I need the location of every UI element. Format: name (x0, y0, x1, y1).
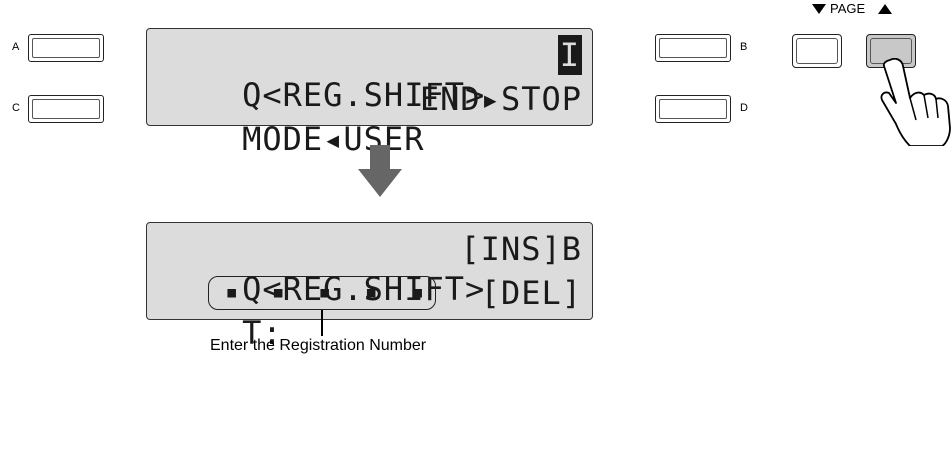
triangle-up-icon (878, 4, 892, 14)
lcd-line-1: Q<REG.SHIFT> [INS]B (161, 229, 582, 308)
button-c[interactable] (28, 95, 104, 123)
down-arrow-icon (358, 145, 402, 197)
lcd-title: Q<REG.SHIFT> (242, 76, 486, 114)
lcd-insert-indicator: [INS]B (460, 230, 582, 268)
lcd-end-value: END▸STOP (419, 80, 582, 118)
page-label: PAGE (830, 1, 866, 16)
lcd-mode-value: MODE◂USER (242, 120, 425, 158)
page-down-button[interactable] (792, 34, 842, 68)
lcd-line-2: T: ▪ ▪ ▪ ▪ ▪ [DEL] (161, 273, 582, 352)
label-b: B (740, 41, 748, 53)
lcd-screen-top: Q<REG.SHIFT> I MODE◂USER END▸STOP (146, 28, 593, 158)
button-a[interactable] (28, 34, 104, 62)
label-a: A (12, 41, 20, 53)
triangle-down-icon (812, 4, 826, 14)
button-d[interactable] (655, 95, 731, 123)
lcd-line-1: Q<REG.SHIFT> I (161, 35, 582, 114)
registration-number-field[interactable] (208, 276, 436, 310)
lcd-number-slots: ▪ ▪ ▪ ▪ ▪ (225, 280, 435, 305)
lcd-screen-bottom: Q<REG.SHIFT> [INS]B T: ▪ ▪ ▪ ▪ ▪ [DEL] (146, 222, 593, 352)
lcd-line-2: MODE◂USER END▸STOP (161, 79, 582, 158)
button-b[interactable] (655, 34, 731, 62)
label-c: C (12, 102, 20, 114)
lcd-track-prefix: T: (242, 314, 283, 352)
pointing-hand-icon (880, 58, 951, 146)
lcd-delete-indicator: [DEL] (480, 274, 582, 312)
lcd-page-indicator: I (557, 35, 582, 75)
caption-leader-line (321, 310, 323, 336)
label-d: D (740, 102, 748, 114)
caption-text: Enter the Registration Number (210, 337, 427, 354)
